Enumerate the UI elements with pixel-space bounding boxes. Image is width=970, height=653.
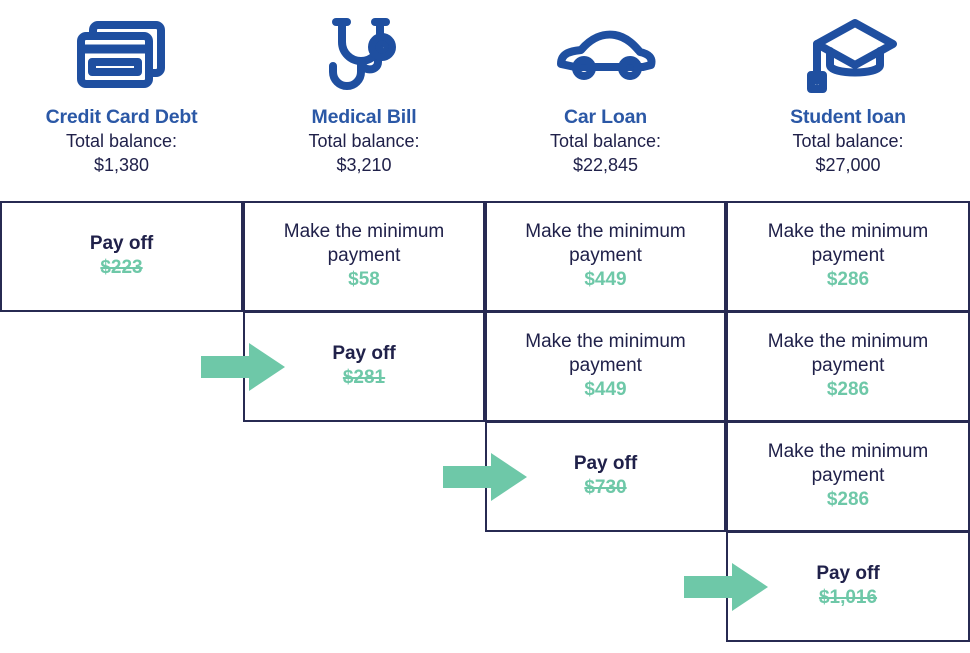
plan-cell-amount: $730 — [584, 477, 627, 499]
plan-cell: Make the minimum payment$449 — [485, 201, 726, 312]
plan-cell-action: Pay off — [89, 233, 154, 254]
plan-cell-amount: $286 — [826, 379, 870, 401]
debt-column-credit-card-debt: Credit Card Debt Total balance: $1,380 — [0, 0, 243, 201]
debt-name: Credit Card Debt — [45, 106, 198, 128]
plan-cell-amount: $223 — [100, 257, 143, 279]
debt-balance-label: Total balance: — [792, 131, 904, 152]
plan-cell: Make the minimum payment$286 — [726, 421, 970, 532]
debt-balance-value: $1,380 — [93, 154, 150, 175]
debt-balance-label: Total balance: — [65, 131, 178, 152]
snowball-arrow-row-3 — [443, 452, 527, 501]
debt-balance-label: Total balance: — [549, 131, 662, 152]
plan-cell-action: Make the minimum payment — [767, 330, 929, 377]
plan-cell: Make the minimum payment$449 — [485, 311, 726, 422]
plan-cell: Make the minimum payment$58 — [243, 201, 485, 312]
plan-cell: Make the minimum payment$286 — [726, 311, 970, 422]
plan-cell-action: Make the minimum payment — [767, 440, 929, 487]
snowball-arrow-row-4 — [684, 562, 768, 611]
debt-column-car-loan: Car Loan Total balance: $22,845 — [485, 0, 726, 201]
debt-balance-value: $22,845 — [572, 154, 639, 175]
plan-cell-action: Pay off — [332, 343, 396, 364]
plan-cell-amount: $58 — [348, 269, 380, 291]
debt-column-student-loan: Student loan Total balance: $27,000 — [726, 0, 970, 201]
debt-balance-label: Total balance: — [308, 131, 420, 152]
plan-cell: Make the minimum payment$286 — [726, 201, 970, 312]
plan-cell-action: Make the minimum payment — [525, 330, 686, 377]
credit-cards-icon — [0, 6, 243, 104]
graduation-cap-icon — [726, 6, 970, 104]
debt-name: Medical Bill — [311, 106, 417, 128]
plan-cell: Pay off $223 — [0, 201, 243, 312]
car-icon — [485, 6, 726, 104]
plan-cell-amount: $449 — [584, 269, 627, 291]
plan-cell-action: Make the minimum payment — [525, 220, 686, 267]
snowball-arrow-row-2 — [201, 342, 285, 391]
plan-cell-action: Pay off — [816, 563, 880, 584]
plan-cell-amount: $286 — [826, 269, 870, 291]
debt-headers: Credit Card Debt Total balance: $1,380 — [0, 0, 970, 201]
debt-balance-value: $27,000 — [815, 154, 881, 175]
plan-cell-action: Pay off — [573, 453, 638, 474]
plan-cell-amount: $281 — [342, 367, 386, 389]
debt-name: Car Loan — [564, 106, 647, 128]
plan-cell-amount: $286 — [826, 489, 870, 511]
debt-balance-value: $3,210 — [336, 154, 392, 175]
stethoscope-icon — [243, 6, 485, 104]
plan-cell-action: Make the minimum payment — [283, 220, 445, 267]
debt-column-medical-bill: Medical Bill Total balance: $3,210 — [243, 0, 485, 201]
debt-name: Student loan — [790, 106, 906, 128]
plan-cell-action: Make the minimum payment — [767, 220, 929, 267]
plan-cell-amount: $1,016 — [818, 587, 878, 609]
plan-cell-amount: $449 — [584, 379, 627, 401]
